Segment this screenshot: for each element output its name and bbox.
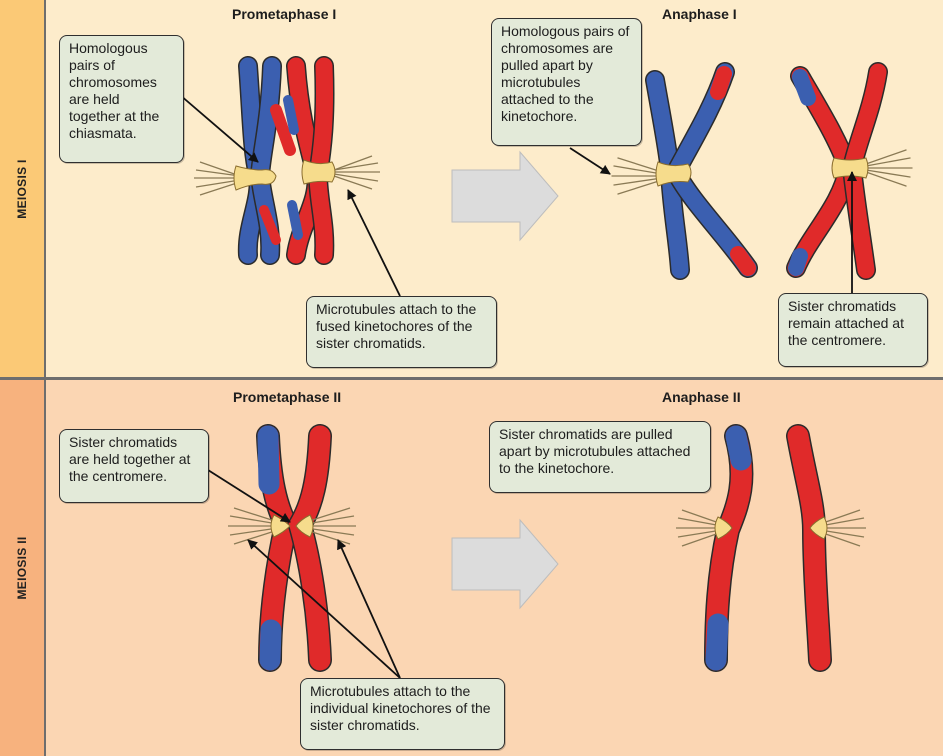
kinetochore [655, 161, 692, 187]
prometaphase-1-chromosomes [194, 56, 380, 265]
callout-sister-pulled: Sister chromatids are pulled apart by mi… [489, 421, 711, 493]
left-chromatid [704, 424, 754, 672]
kinetochore [831, 157, 869, 179]
spindle-fibers [194, 161, 241, 196]
leader-centromere-2 [207, 469, 291, 523]
spindle-fibers [865, 149, 913, 187]
prometaphase-2-heading: Prometaphase II [233, 389, 342, 405]
blue-homolog [237, 56, 296, 265]
kinetochore [809, 516, 828, 540]
right-chromatid [786, 424, 832, 672]
kinetochore [714, 516, 733, 540]
leader-fused-kinetochores [347, 189, 401, 297]
anaphase-2-chromatids [704, 424, 832, 672]
spindle-fibers [228, 507, 279, 545]
kinetochore [295, 514, 314, 538]
leader-lines [179, 94, 857, 679]
anaphase-1-heading: Anaphase I [662, 6, 737, 22]
callout-sister-held: Sister chromatids are held together at t… [59, 429, 209, 503]
callout-microtubules-individual: Microtubules attach to the individual ki… [300, 678, 505, 750]
spindle-fibers [676, 509, 723, 547]
callout-homologous-held: Homologous pairs of chromosomes are held… [59, 35, 184, 163]
callout-sister-remain: Sister chromatids remain attached at the… [778, 293, 928, 367]
leader-chiasmata [179, 94, 259, 163]
transition-arrow [451, 518, 559, 610]
spindle-fibers [819, 509, 866, 547]
meiosis-1-sidebar: MEIOSIS I [0, 0, 46, 377]
callout-homologous-pulled: Homologous pairs of chromosomes are pull… [491, 18, 642, 146]
leader-individual-kinetochores-left [247, 539, 401, 679]
anaphase-1-chromosomes [611, 62, 913, 280]
leader-pulled-apart [569, 147, 611, 175]
spindle-fibers [333, 155, 380, 190]
kinetochore [233, 165, 277, 191]
kinetochore [301, 159, 336, 185]
meiosis-2-sidebar: MEIOSIS II [0, 380, 46, 756]
spindle-fibers [305, 507, 356, 545]
anaphase-2-heading: Anaphase II [662, 389, 741, 405]
leader-individual-kinetochores-right [337, 539, 401, 679]
prometaphase-1-heading: Prometaphase I [232, 6, 337, 22]
transition-arrow [451, 150, 559, 242]
spindle-fibers [611, 157, 663, 195]
section-divider [0, 377, 943, 380]
callout-microtubules-fused: Microtubules attach to the fused kinetoc… [306, 296, 497, 368]
prometaphase-2-chromosome [256, 424, 332, 672]
